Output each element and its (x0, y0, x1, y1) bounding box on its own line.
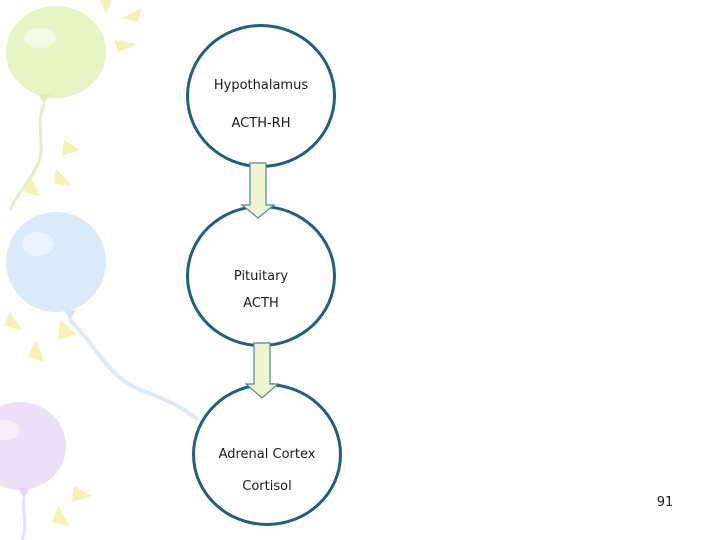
cortisol-label: Cortisol (242, 479, 292, 494)
sun-rays (4, 0, 142, 526)
pituitary-node: Pituitary ACTH (186, 205, 336, 347)
page-number: 91 (656, 495, 674, 510)
purple-balloon (0, 402, 66, 540)
pituitary-label: Pituitary (233, 269, 289, 284)
blue-balloon (6, 212, 200, 422)
hypothalamus-node: Hypothalamus ACTH-RH (186, 24, 336, 168)
green-balloon (6, 6, 106, 211)
adrenal-cortex-node: Adrenal Cortex Cortisol (192, 383, 342, 526)
adrenal-cortex-label: Adrenal Cortex (218, 447, 316, 462)
hypothalamus-label: Hypothalamus (213, 78, 309, 93)
acth-label: ACTH (243, 296, 279, 311)
acth-rh-label: ACTH-RH (231, 116, 291, 131)
